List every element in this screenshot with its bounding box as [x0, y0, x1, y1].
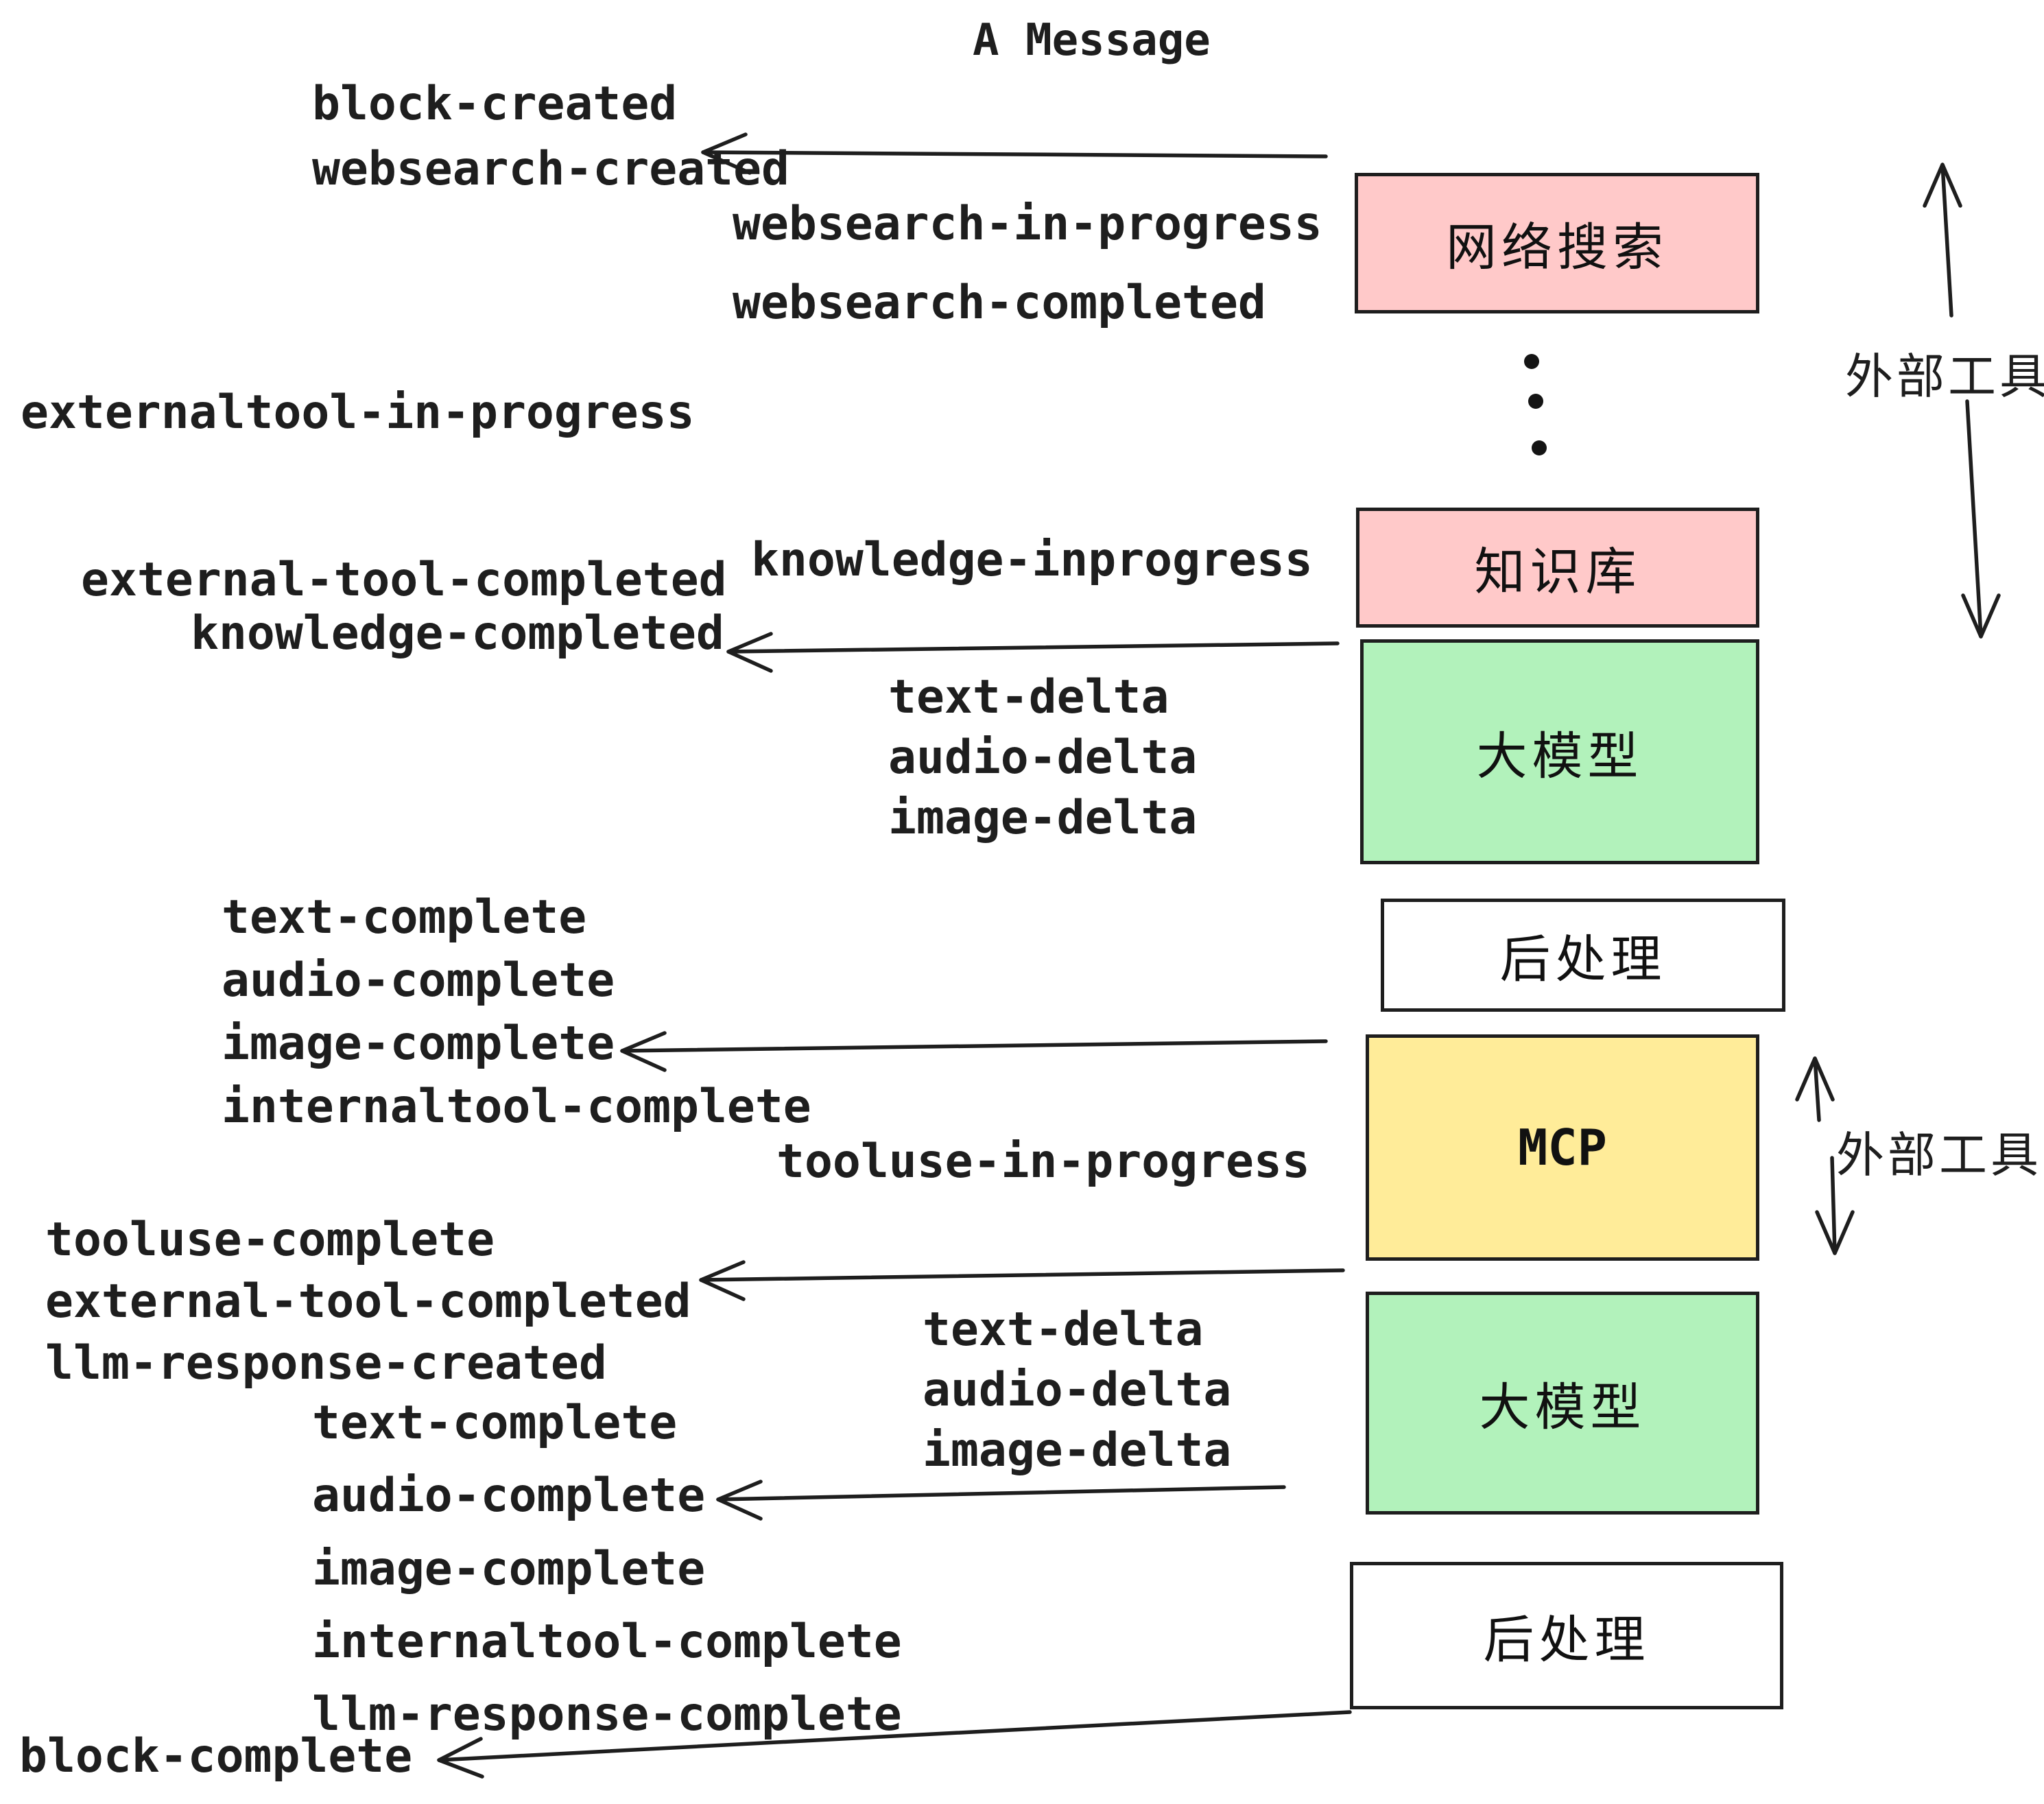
event-tooluse-complete: tooluse-complete [45, 1213, 495, 1267]
box-llm-1: 大模型 [1360, 639, 1759, 864]
arrow-websearch-created [701, 132, 1328, 175]
event-llm-response-created: llm-response-created [45, 1336, 607, 1390]
event-tooluse-in-progress: tooluse-in-progress [776, 1135, 1310, 1189]
event-audio-complete-1: audio-complete [222, 953, 615, 1008]
event-block-created: block-created [312, 77, 678, 131]
event-websearch-in-progress: websearch-in-progress [733, 197, 1322, 251]
page-title: A Message [973, 15, 1211, 66]
event-text-complete-2: text-complete [312, 1396, 678, 1450]
external-tools-up-arrow-2 [1795, 1056, 1835, 1122]
box-mcp: MCP [1366, 1034, 1759, 1261]
external-tools-up-arrow-1 [1923, 163, 1962, 318]
ellipsis-dot-2 [1528, 394, 1543, 409]
event-text-complete-1: text-complete [222, 890, 587, 945]
event-text-delta-1: text-delta [888, 670, 1169, 724]
event-websearch-completed: websearch-completed [733, 276, 1266, 330]
ellipsis-dot-1 [1524, 354, 1539, 369]
event-externaltool-in-progress: externaltool-in-progress [21, 385, 695, 440]
ellipsis-dot-3 [1532, 440, 1547, 455]
box-postprocess-1: 后处理 [1381, 899, 1785, 1012]
event-image-complete-2: image-complete [312, 1542, 706, 1596]
event-knowledge-inprogress: knowledge-inprogress [751, 533, 1313, 587]
event-external-tool-completed-2: external-tool-completed [45, 1274, 691, 1329]
side-label-external-tools-mid: 外部工具 [1836, 1127, 2042, 1183]
box-websearch: 网络搜索 [1355, 173, 1759, 313]
arrow-internal-complete-2 [716, 1480, 1286, 1521]
event-image-delta-2: image-delta [923, 1423, 1232, 1477]
event-internaltool-complete-2: internaltool-complete [312, 1615, 902, 1669]
event-image-delta-1: image-delta [888, 791, 1198, 845]
event-external-tool-completed-1: external-tool-completed [81, 553, 727, 607]
event-audio-delta-1: audio-delta [888, 731, 1198, 785]
side-label-external-tools-top: 外部工具 [1845, 348, 2044, 405]
box-llm-2: 大模型 [1366, 1292, 1759, 1515]
event-image-complete-1: image-complete [222, 1017, 615, 1071]
arrow-tooluse-complete [699, 1260, 1345, 1301]
external-tools-down-arrow-1 [1961, 399, 2001, 639]
arrow-knowledge-completed [726, 632, 1340, 673]
event-audio-delta-2: audio-delta [923, 1363, 1232, 1417]
event-websearch-created: websearch-created [312, 142, 789, 196]
box-knowledge: 知识库 [1356, 508, 1759, 628]
event-audio-complete-2: audio-complete [312, 1469, 706, 1523]
arrow-internal-complete-1 [620, 1031, 1328, 1072]
event-block-complete: block-complete [19, 1729, 413, 1783]
event-internaltool-complete-1: internaltool-complete [222, 1080, 811, 1134]
event-knowledge-completed: knowledge-completed [191, 606, 724, 661]
box-postprocess-2: 后处理 [1350, 1562, 1783, 1709]
event-text-delta-2: text-delta [923, 1303, 1204, 1357]
